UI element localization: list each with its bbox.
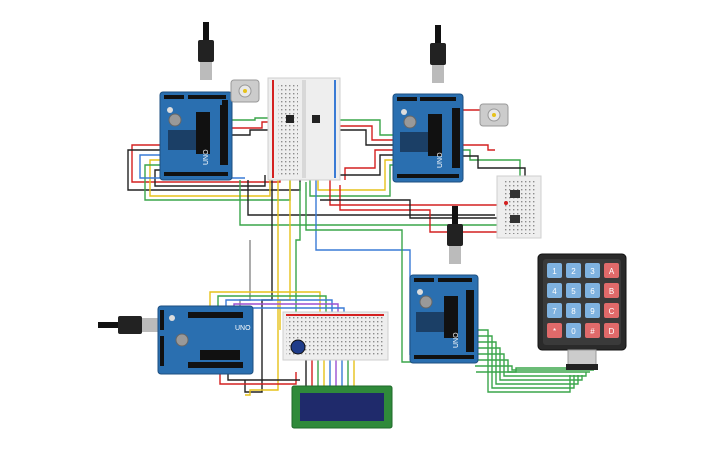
keypad-key[interactable] (547, 303, 562, 318)
keypad-key[interactable] (585, 263, 600, 278)
keypad-key-label: 7 (552, 307, 557, 316)
keypad-key-label: 8 (571, 307, 576, 316)
breadboard-center (267, 77, 341, 181)
keypad-key-label: A (609, 267, 615, 276)
keypad-key-label: C (609, 307, 615, 316)
wire[interactable] (475, 329, 571, 393)
keypad-key[interactable] (604, 283, 619, 298)
wire[interactable] (244, 180, 273, 393)
keypad-key[interactable] (604, 303, 619, 318)
keypad-key[interactable] (566, 263, 581, 278)
usb-cable-4 (98, 316, 160, 334)
keypad-key[interactable] (547, 263, 562, 278)
transistor (312, 115, 320, 123)
wire[interactable] (475, 347, 583, 381)
push-button[interactable] (510, 215, 520, 223)
wire[interactable] (247, 180, 495, 216)
keypad-key-label: D (609, 327, 615, 336)
potentiometer[interactable] (290, 339, 306, 355)
usb-cable-3 (447, 206, 463, 264)
wire[interactable] (344, 149, 395, 180)
board-label: UNO (437, 152, 444, 168)
wire[interactable] (149, 159, 271, 197)
arduino-board-1[interactable]: UNO (159, 91, 233, 181)
wire[interactable] (230, 117, 270, 121)
board-label: UNO (235, 325, 251, 332)
usb-cable-1 (198, 22, 214, 80)
wire[interactable] (305, 182, 412, 363)
wire[interactable] (329, 180, 500, 206)
wire[interactable] (475, 353, 587, 377)
keypad-key[interactable] (585, 323, 600, 338)
keypad-key[interactable] (547, 283, 562, 298)
wire[interactable] (330, 154, 395, 176)
arduino-board-3[interactable]: UNO (409, 274, 479, 364)
dc-motor-1[interactable] (230, 79, 260, 103)
wire[interactable] (475, 341, 579, 385)
breadboard-lcd (282, 311, 389, 361)
wire[interactable] (232, 129, 270, 136)
wire[interactable] (452, 155, 526, 182)
keypad[interactable]: 1 2 3 A 4 5 6 B 7 8 9 C * 0 # D (537, 253, 627, 370)
keypad-key-label: 4 (552, 287, 557, 296)
push-button[interactable] (510, 190, 520, 198)
wire[interactable] (217, 295, 327, 318)
keypad-key-label: 0 (571, 327, 576, 336)
keypad-key-label: 1 (552, 267, 557, 276)
usb-cable-2 (430, 25, 446, 83)
keypad-key[interactable] (604, 263, 619, 278)
keypad-key[interactable] (566, 323, 581, 338)
board-label: UNO (453, 332, 460, 348)
wire[interactable] (219, 370, 297, 385)
wire[interactable] (450, 144, 495, 151)
keypad-key-label: 6 (590, 287, 595, 296)
wire[interactable] (317, 159, 395, 191)
keypad-key-label: B (609, 287, 614, 296)
arduino-board-2[interactable]: UNO (392, 93, 464, 183)
keypad-key-label: 3 (590, 267, 595, 276)
wire[interactable] (209, 291, 321, 318)
keypad-key[interactable] (585, 303, 600, 318)
breadboard-buttons (496, 175, 542, 239)
keypad-key-label: 5 (571, 287, 576, 296)
arduino-board-4[interactable]: UNO (157, 305, 254, 375)
lcd-display (291, 385, 393, 429)
wire[interactable] (340, 119, 395, 136)
wire[interactable] (475, 365, 594, 371)
dc-motor-2[interactable] (479, 103, 509, 127)
keypad-key[interactable] (585, 283, 600, 298)
keypad-key[interactable] (566, 283, 581, 298)
keypad-key[interactable] (566, 303, 581, 318)
board-label: UNO (203, 149, 210, 165)
keypad-key-label: 2 (571, 267, 576, 276)
resistor (504, 201, 508, 205)
wire[interactable] (245, 180, 279, 396)
keypad-key-label: # (590, 327, 595, 336)
wire[interactable] (476, 367, 598, 373)
wire[interactable] (225, 299, 333, 318)
keypad-key[interactable] (547, 323, 562, 338)
wire[interactable] (340, 125, 395, 141)
wire[interactable] (309, 164, 395, 197)
transistor (286, 115, 294, 123)
keypad-key-label: 9 (590, 307, 595, 316)
wire[interactable] (340, 129, 395, 146)
keypad-key-label: * (553, 327, 556, 336)
wire[interactable] (295, 182, 301, 320)
wire[interactable] (230, 121, 270, 129)
keypad-key[interactable] (604, 323, 619, 338)
